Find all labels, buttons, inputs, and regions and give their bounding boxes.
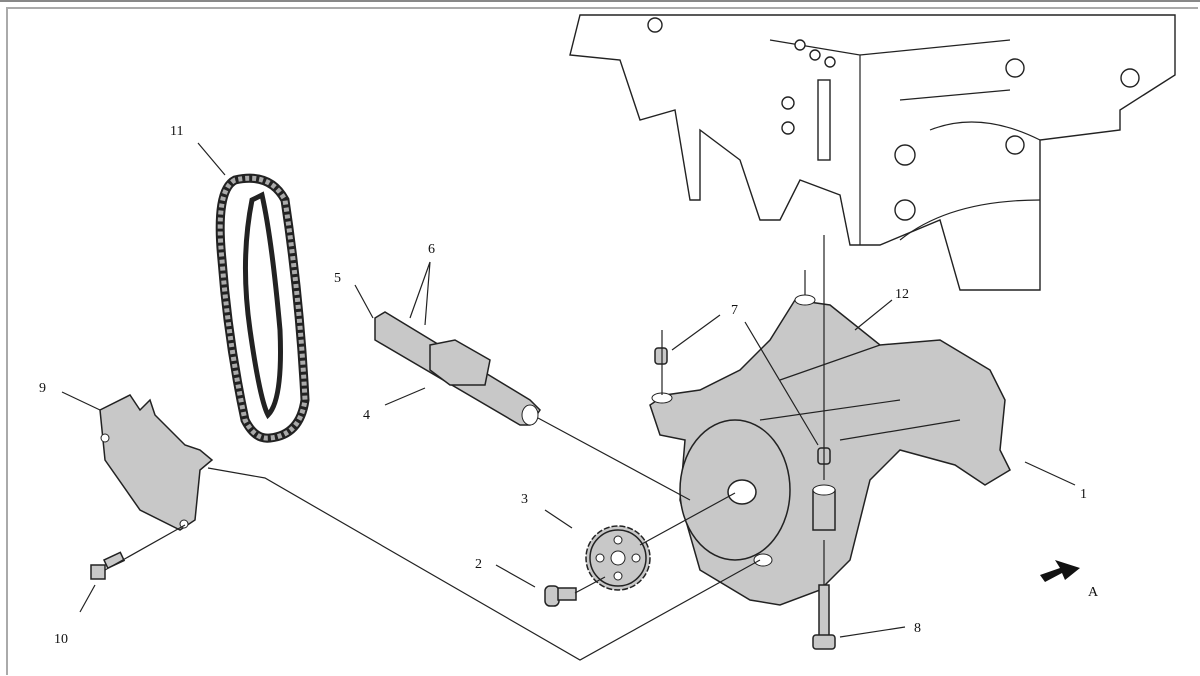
dowel-pins-7 [654,347,831,465]
diagram-frame [6,7,1198,675]
view-label-a: A [1088,585,1099,600]
sprocket [585,525,651,591]
callout-5: 5 [334,271,341,286]
callout-12: 12 [895,287,909,302]
bolt-2 [544,585,577,607]
callout-9: 9 [39,381,46,396]
bolt-8 [812,584,836,650]
balance-shaft [374,311,541,426]
engine-block [569,14,1176,291]
callout-10: 10 [54,632,68,647]
chain-cover [99,394,214,531]
callout-7: 7 [731,303,738,318]
callout-1: 1 [1080,487,1087,502]
view-direction-arrow [1040,560,1080,582]
bolt-10 [90,551,126,580]
top-border [0,0,1200,2]
callout-11: 11 [170,124,183,139]
callout-8: 8 [914,621,921,636]
leader-lines [61,142,1080,661]
callout-4: 4 [363,408,370,423]
callout-3: 3 [521,492,528,507]
timing-chain [215,173,310,443]
callout-2: 2 [475,557,482,572]
callout-6: 6 [428,242,435,257]
